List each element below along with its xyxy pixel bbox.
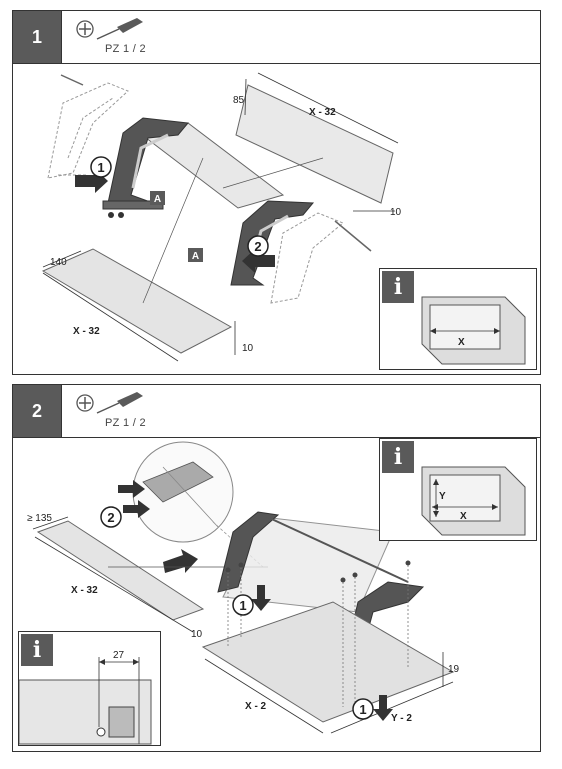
screw-guides: [227, 565, 409, 707]
back-panel-board: [235, 84, 394, 204]
bracket-right: [230, 200, 315, 286]
svg-text:1: 1: [239, 598, 246, 613]
dim-10: 10: [191, 629, 203, 640]
hinge-offset-diagram: 27: [19, 650, 152, 745]
svg-text:X: X: [458, 337, 465, 348]
svg-text:2: 2: [254, 239, 261, 254]
frame-bracket-left: [217, 511, 280, 593]
info-box-step-1: i X: [379, 268, 537, 370]
base-plate: [201, 601, 455, 723]
cabinet-width-diagram: X: [421, 296, 526, 365]
dim-19: 19: [448, 664, 460, 675]
info-icon: i: [382, 441, 414, 473]
step-2-panel: 2 PZ 1 / 2 2: [12, 384, 541, 752]
step-number-badge: 2: [13, 385, 61, 437]
step-number-badge: 1: [13, 11, 61, 63]
svg-text:27: 27: [113, 650, 125, 661]
bracket-left: [102, 117, 189, 218]
insert-arrow-zoom-top: [118, 480, 145, 498]
ghost-screw-left: [60, 74, 84, 86]
svg-text:A: A: [192, 251, 199, 262]
phillips-screwdriver-icon: [76, 18, 143, 40]
info-box-step-2-bottom: i 27: [18, 631, 161, 746]
svg-text:Y: Y: [439, 491, 446, 502]
insert-arrow-right: [242, 249, 275, 273]
svg-text:A: A: [154, 194, 161, 205]
slide-arrow: [163, 549, 198, 573]
step-1-panel: 1 PZ 1 / 2: [12, 10, 541, 375]
step-circle-2: [247, 235, 269, 257]
down-arrow-right: [373, 695, 393, 721]
info-box-step-2-top: i Y X: [379, 438, 537, 541]
cabinet-dimensions-diagram: Y X: [421, 466, 526, 536]
down-arrow-left: [251, 585, 271, 611]
dim-ge135: ≥ 135: [27, 513, 52, 524]
phillips-screwdriver-icon: [76, 392, 143, 414]
step-circle-2: [100, 506, 122, 528]
step-1-header: 1 PZ 1 / 2: [13, 11, 540, 64]
dim-panel-width: X - 32: [71, 585, 98, 596]
svg-text:X: X: [460, 511, 467, 522]
dim-140: 140: [50, 257, 67, 268]
tool-size-label: PZ 1 / 2: [105, 417, 146, 429]
callout-a-left: [150, 191, 165, 205]
dim-shelf-width: X - 32: [73, 326, 100, 337]
step-1-illustration: 1 2 A A 85 X - 32 10 140 X - 32 10: [41, 72, 402, 362]
dim-back-width: X - 32: [309, 107, 336, 118]
svg-text:1: 1: [359, 702, 366, 717]
ghost-screw-right: [334, 220, 372, 252]
dim-10-bottom: 10: [242, 343, 254, 354]
insert-arrow-zoom-bottom: [123, 500, 150, 518]
svg-text:1: 1: [97, 160, 104, 175]
callout-a-right: [188, 248, 203, 262]
step-2-illustration: 2 1: [27, 441, 460, 734]
tool-size-label: PZ 1 / 2: [105, 43, 146, 55]
info-icon: i: [382, 271, 414, 303]
dim-x2: X - 2: [245, 701, 267, 712]
dim-85: 85: [233, 95, 245, 106]
step-circle-1: [90, 156, 112, 178]
info-icon: i: [21, 634, 53, 666]
dim-10-side: 10: [390, 207, 402, 218]
shelf-board: [36, 520, 205, 621]
ghost-bracket-right: [270, 212, 344, 304]
step-circle-1b: [352, 698, 374, 720]
step-2-header: 2 PZ 1 / 2: [13, 385, 540, 438]
dim-y2: Y - 2: [391, 713, 412, 724]
step-circle-1a: [232, 594, 254, 616]
screws: [225, 560, 411, 583]
shelf-board: [41, 248, 233, 354]
svg-text:2: 2: [107, 510, 114, 525]
